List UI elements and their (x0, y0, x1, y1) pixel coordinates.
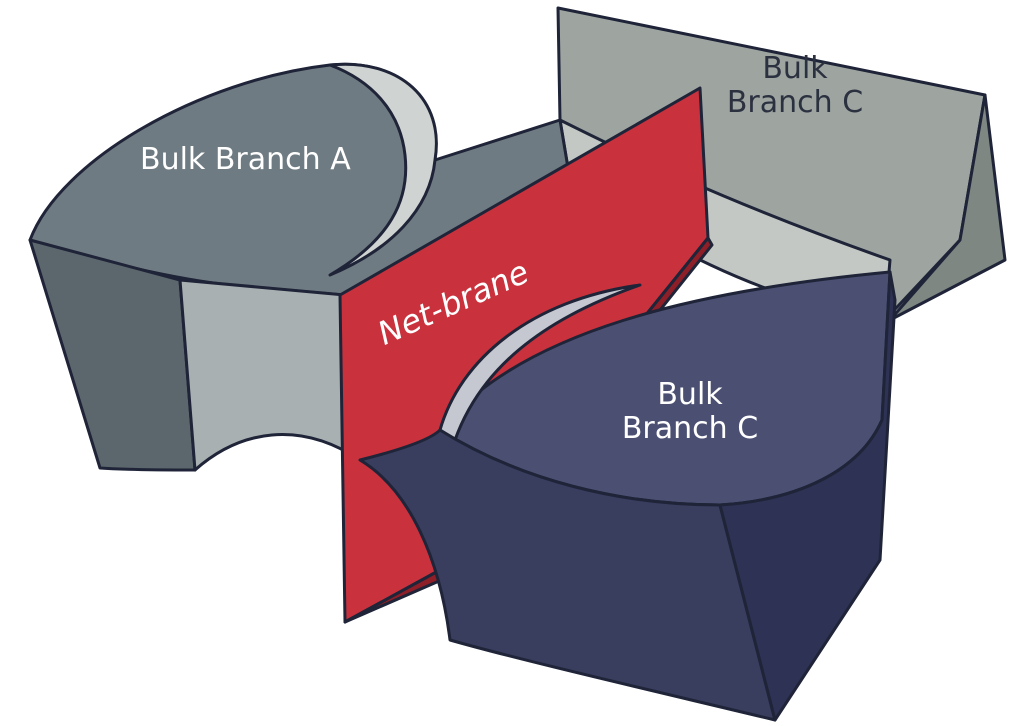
label-bulk-branch-c-bottom: Bulk Branch C (621, 377, 759, 446)
label-bulk-branch-c-top: Bulk Branch C (726, 51, 864, 120)
bulk-branch-c-bottom-block (358, 270, 897, 722)
label-bulk-branch-a: Bulk Branch A (140, 142, 351, 177)
